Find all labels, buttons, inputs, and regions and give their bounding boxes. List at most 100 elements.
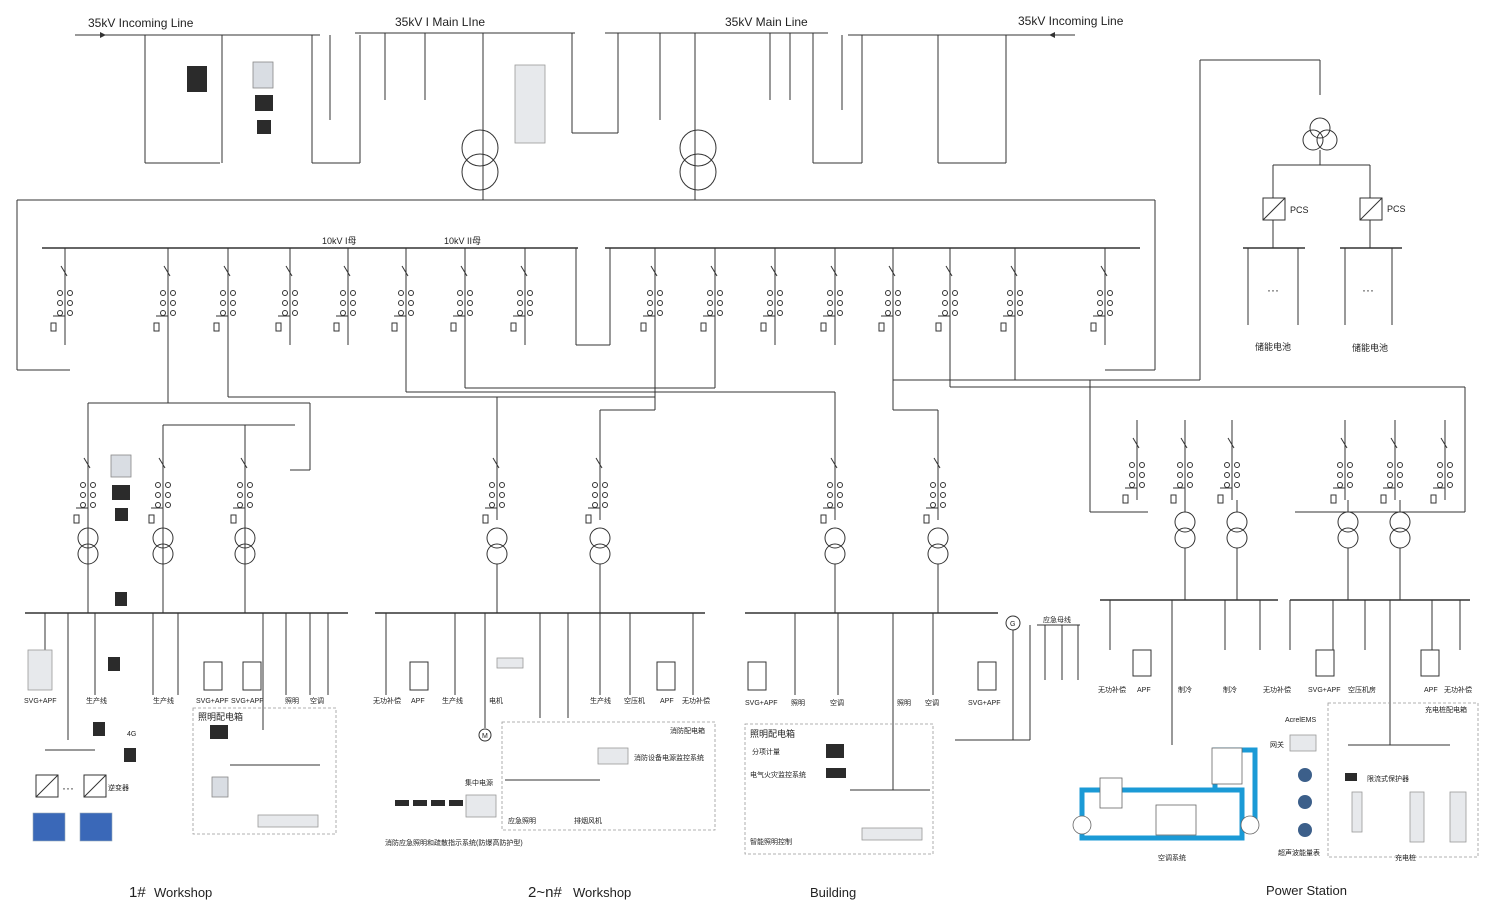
charger-3-icon	[1449, 791, 1467, 843]
solar-panel-2-icon	[79, 812, 113, 842]
energy-meter-2-icon	[1298, 795, 1312, 809]
ps-apf: APF	[1137, 687, 1151, 694]
lower-feeder-1	[73, 440, 96, 524]
inverter-1-icon	[35, 774, 59, 798]
ws1-4g-label: 4G	[127, 731, 136, 738]
ws1-lighting-box-label: 照明配电箱	[198, 711, 243, 722]
meter-device-icon	[255, 95, 273, 111]
ws1-word-label: Workshop	[154, 885, 212, 900]
ws1-breaker-rail-icon	[257, 814, 319, 828]
chiller-icon	[1155, 804, 1197, 836]
storage-transformer-icon	[1309, 117, 1331, 139]
ws1-inverter-label: 逆变器	[108, 783, 129, 792]
ws2-fire-box-label: 消防配电箱	[670, 726, 705, 735]
ws1-lighting-box-frame	[192, 707, 337, 835]
pv-meter-icon	[93, 722, 105, 736]
ps-gateway: 网关	[1270, 740, 1284, 749]
ws1-prod-line-2: 生产线	[153, 696, 174, 705]
bld-breaker-rail-icon	[861, 827, 923, 841]
station-transformer-3-icon	[1337, 511, 1359, 533]
ws1-aircon: 空调	[310, 696, 324, 705]
exit-sign-3-icon	[431, 800, 445, 806]
ws2-central-power: 集中电源	[465, 778, 493, 787]
ps-apf-2: APF	[1424, 687, 1438, 694]
station-transformer-1-icon	[1174, 511, 1196, 533]
ws2-word-label: Workshop	[573, 885, 631, 900]
ws1-meter-2-icon	[112, 485, 130, 500]
4g-module-icon	[124, 748, 136, 762]
energy-meter-3-icon	[1298, 823, 1312, 837]
bld-svg-2-icon	[977, 661, 997, 691]
lower-feeder-5	[585, 440, 608, 524]
lower-feeder-3	[230, 440, 253, 524]
ws1-svg-apf-3: SVG+APF	[231, 698, 263, 705]
ps-cooling-2: 制冷	[1223, 685, 1237, 694]
bld-lighting-box-frame	[744, 723, 934, 855]
lower-transformer-6-icon	[824, 527, 846, 549]
central-power-icon	[465, 794, 497, 818]
energy-meter-1-icon	[1298, 768, 1312, 782]
bld-aircon: 空调	[830, 698, 844, 707]
limiter-icon	[1345, 773, 1357, 781]
bld-lighting-box-label: 照明配电箱	[750, 728, 795, 739]
ws1-svg-apf-2: SVG+APF	[196, 698, 228, 705]
bus-feeder-10	[700, 248, 723, 345]
bus-feeder-6	[391, 248, 414, 345]
storage-ellipsis-2: ···	[1362, 283, 1374, 297]
heat-exchanger-icon	[1211, 747, 1243, 785]
inverter-2-icon	[83, 774, 107, 798]
bus-feeder-5	[333, 248, 356, 345]
bus-feeder-8	[510, 248, 533, 345]
ws2-fire-monitor: 消防设备电源监控系统	[634, 753, 704, 762]
switchgear-cabinet-icon	[514, 64, 546, 144]
bld-sub-metering: 分项计量	[752, 747, 780, 756]
pcs-2-icon	[1359, 197, 1383, 221]
main-line-2-label: 35kV Main Line	[725, 15, 808, 29]
ws2-apf-2-icon	[656, 661, 676, 691]
bld-lighting: 照明	[791, 699, 805, 707]
bus-feeder-13	[878, 248, 901, 345]
station-hv-feeder-1	[1122, 420, 1145, 504]
solar-panel-1-icon	[32, 812, 66, 842]
bus-feeder-7	[450, 248, 473, 345]
ps-hvac: 空调系统	[1158, 853, 1186, 862]
lower-feeder-2	[148, 440, 171, 524]
station-transformer-2-icon	[1226, 511, 1248, 533]
transformer-t2-icon	[679, 129, 717, 167]
motor-icon	[478, 728, 492, 742]
workshop-transformers	[73, 440, 949, 613]
transformer-t2b-icon	[679, 153, 717, 191]
station-hv-feeder-6	[1430, 420, 1453, 504]
ws1-meter-icon	[108, 657, 120, 671]
workshop-1-section: SVG+APF 生产线 生产线 SVG+APF SVG+APF 照明 空调 照明…	[24, 425, 348, 842]
ps-current-limit: 限流式保护器	[1367, 774, 1409, 783]
lower-transformer-4-icon	[486, 527, 508, 549]
battery-1-label: 储能电池	[1255, 341, 1291, 352]
lower-feeder-6	[820, 440, 843, 524]
ws2-prod-line-2: 生产线	[590, 696, 611, 705]
ws1-relay-icon	[110, 454, 132, 478]
bus-feeder-9	[640, 248, 663, 345]
lower-feeder-7	[923, 440, 946, 524]
ws2-prod-line-1: 生产线	[442, 696, 463, 705]
incoming-line-right-label: 35kV Incoming Line	[1018, 14, 1124, 28]
bus-10kv-section: 10kV I母 10kV II母	[16, 59, 1466, 513]
battery-2-label: 储能电池	[1352, 342, 1388, 353]
exit-sign-1-icon	[395, 800, 409, 806]
pcs-2-label: PCS	[1387, 204, 1406, 214]
bus-feeders	[50, 248, 1113, 345]
lower-transformer-7-icon	[927, 527, 949, 549]
generator-symbol: G	[1010, 621, 1015, 628]
incoming-line-left-label: 35kV Incoming Line	[88, 16, 194, 30]
transformer-t1b-icon	[461, 153, 499, 191]
ps-var-comp: 无功补偿	[1098, 685, 1126, 694]
transformer-t1-icon	[461, 129, 499, 167]
ps-cooling: 制冷	[1178, 685, 1192, 694]
section-captions: 1# Workshop 2~n# Workshop Building Power…	[129, 883, 1347, 901]
ws1-meter-3-icon	[115, 508, 128, 521]
svg-apf-cabinet-icon	[27, 649, 53, 691]
storage-ellipsis-1: ···	[1267, 283, 1279, 297]
bld-meter-icon	[826, 744, 844, 758]
bld-lighting-2: 照明	[897, 699, 911, 707]
ps-apf-2-icon	[1420, 649, 1440, 677]
